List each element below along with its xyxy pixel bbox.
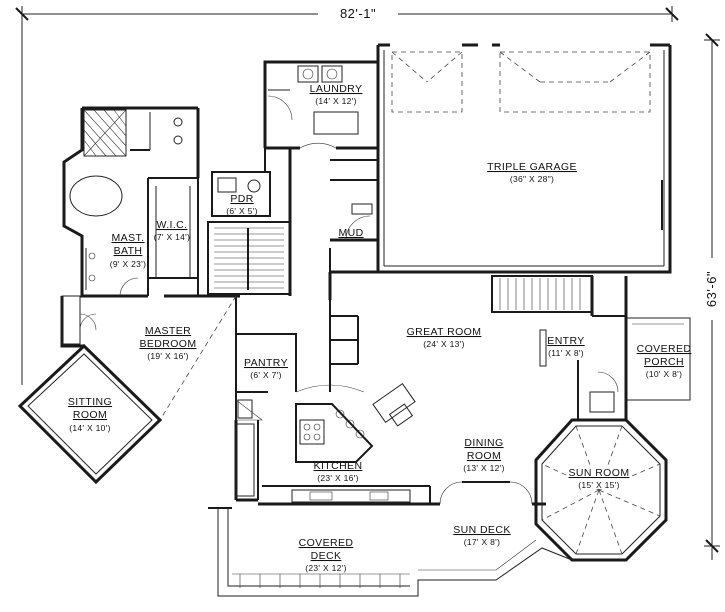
room-label-mast-bath-2: BATH	[114, 245, 143, 257]
master-bath-walls	[62, 106, 210, 298]
deck-outlines	[208, 507, 573, 597]
room-label-mast-bath-1: MAST.	[112, 232, 145, 244]
room-label-dining-room-2: ROOM	[467, 450, 501, 462]
pantry-walls	[235, 333, 297, 421]
room-label-sun-room: SUN ROOM	[569, 467, 630, 479]
room-label-covered-deck-1: COVERED	[299, 537, 354, 549]
master-bedroom-walls	[60, 294, 240, 421]
room-label-sitting-room-1: SITTING	[68, 396, 112, 408]
room-size-kitchen: (23' X 16')	[317, 473, 359, 483]
room-label-covered-porch-2: PORCH	[644, 356, 684, 368]
great-room-walls	[295, 270, 490, 427]
kitchen-walls	[234, 403, 431, 506]
room-label-great-room: GREAT ROOM	[407, 326, 482, 338]
room-size-pdr: (6' X 5')	[226, 206, 257, 216]
room-size-master-bedroom: (19' X 16')	[147, 351, 189, 361]
garage-walls	[376, 43, 672, 274]
overall-width-label: 82'-1"	[340, 6, 376, 21]
room-size-sun-room: (15' X 15')	[578, 480, 620, 490]
overall-depth-label: 63'-6"	[704, 271, 719, 307]
covered-porch-outline	[626, 317, 691, 401]
room-size-laundry: (14' X 12')	[315, 96, 357, 106]
laundry-walls	[263, 60, 380, 150]
room-size-sun-deck: (17' X 8')	[464, 537, 500, 547]
room-label-pantry: PANTRY	[244, 357, 288, 369]
overall-depth-dimension: 63'-6"	[704, 33, 720, 553]
room-size-mast-bath: (9' X 23')	[110, 259, 146, 269]
room-size-covered-porch: (10' X 8')	[646, 369, 682, 379]
room-size-pantry: (6' X 7')	[250, 370, 281, 380]
mud-walls	[329, 159, 378, 272]
sun-room-walls	[534, 418, 668, 562]
pdr-and-stairs	[207, 148, 292, 296]
room-label-triple-garage: TRIPLE GARAGE	[487, 161, 577, 173]
room-label-covered-deck-2: DECK	[311, 550, 342, 562]
room-size-dining-room: (13' X 12')	[463, 463, 505, 473]
room-label-master-bedroom-2: BEDROOM	[139, 338, 196, 350]
entry-walls	[539, 276, 628, 420]
room-label-dining-room-1: DINING	[464, 437, 503, 449]
room-label-covered-porch-1: COVERED	[637, 343, 692, 355]
room-label-laundry: LAUNDRY	[310, 83, 363, 95]
overall-width-dimension: 82'-1"	[15, 5, 679, 22]
room-size-covered-deck: (23' X 12')	[305, 563, 347, 573]
room-label-pdr: PDR	[230, 193, 253, 205]
sitting-room-walls	[17, 343, 163, 485]
main-stair	[491, 275, 593, 313]
room-label-sitting-room-2: ROOM	[73, 409, 107, 421]
room-size-great-room: (24' X 13')	[423, 339, 465, 349]
room-label-sun-deck: SUN DECK	[453, 524, 510, 536]
room-label-master-bedroom-1: MASTER	[145, 325, 191, 337]
room-label-kitchen: KITCHEN	[314, 460, 363, 472]
room-label-entry: ENTRY	[547, 335, 584, 347]
room-size-sitting-room: (14' X 10')	[69, 423, 111, 433]
room-label-wic: W.I.C.	[157, 219, 188, 231]
room-label-mud: MUD	[338, 227, 363, 239]
room-size-entry: (11' X 8')	[548, 348, 584, 358]
room-size-triple-garage: (36" X 28")	[510, 174, 554, 184]
room-size-wic: (7' X 14')	[154, 232, 190, 242]
